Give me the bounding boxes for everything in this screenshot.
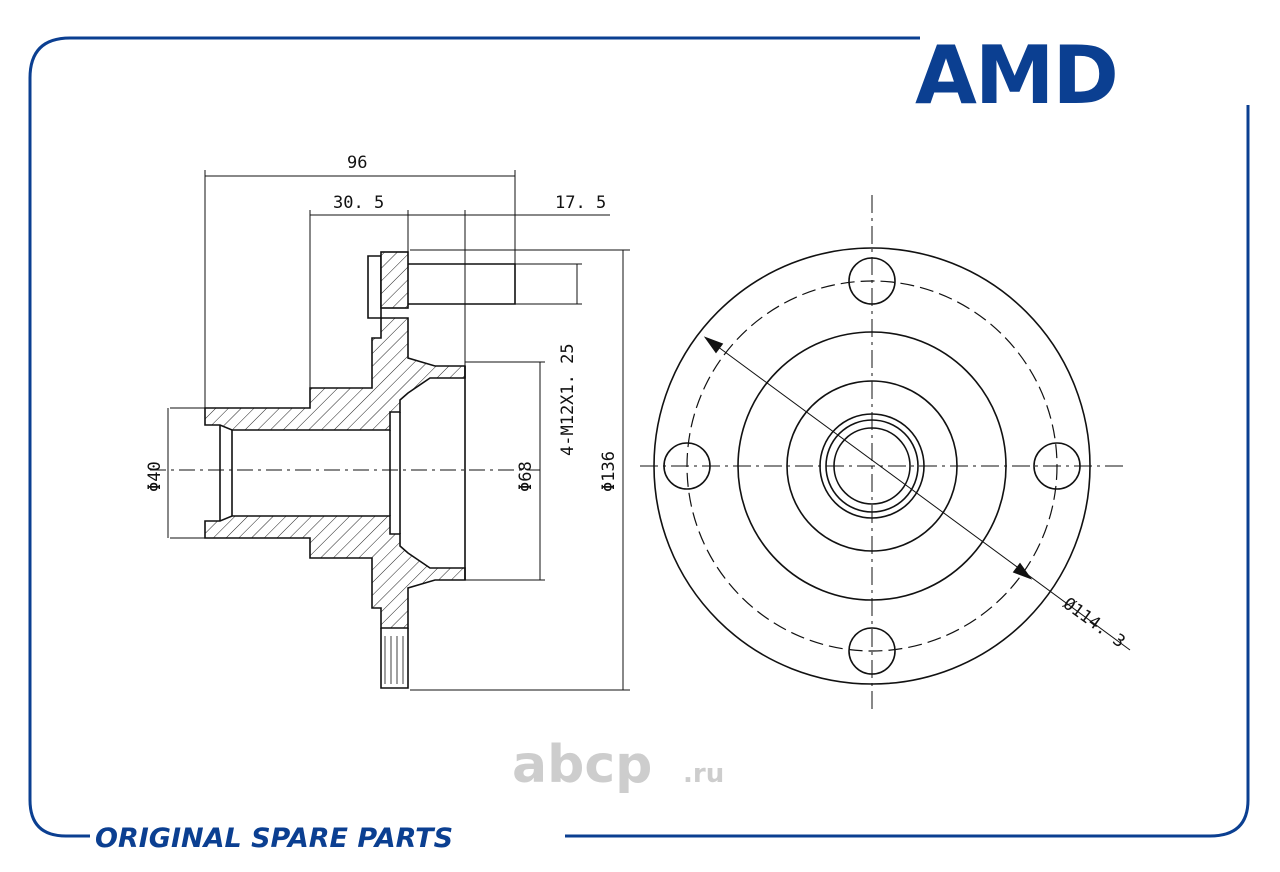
logo-text: AMD xyxy=(915,29,1117,122)
watermark-suffix: .ru xyxy=(683,759,724,789)
dim-flange-offset: 30. 5 xyxy=(333,193,384,213)
dim-pilot-diameter: Φ68 xyxy=(516,461,536,492)
upper-hatched-section xyxy=(204,317,466,431)
lower-stud-threads xyxy=(384,636,404,684)
dim-stud-protrusion: 17. 5 xyxy=(555,193,606,213)
leader-arrow-bottom xyxy=(1012,562,1033,580)
bore-interior xyxy=(219,366,466,580)
dim-flange-diameter: Φ136 xyxy=(599,451,619,492)
dim-overall-length: 96 xyxy=(347,153,367,173)
hub-front-view xyxy=(640,195,1131,710)
border-frame xyxy=(28,36,1250,838)
amd-logo: AMD xyxy=(915,29,1119,122)
watermark-main: abcp xyxy=(512,735,652,795)
lower-stud-shank xyxy=(380,628,409,689)
tagline-original-spare-parts: ORIGINAL SPARE PARTS xyxy=(95,823,453,854)
dim-stud-thread: 4-M12X1. 25 xyxy=(558,343,578,456)
upper-stud-spline xyxy=(380,251,409,309)
upper-stud-shank xyxy=(408,263,516,305)
bolt-circle-leader xyxy=(705,337,1131,651)
watermark: abcp .ru xyxy=(512,735,724,795)
upper-stud-head xyxy=(367,255,382,319)
dim-bolt-circle: Ø114. 3 xyxy=(1059,594,1129,652)
leader-arrow-top xyxy=(703,336,724,354)
side-dimension-lines xyxy=(167,170,630,691)
dim-inner-bore: Φ40 xyxy=(145,461,165,492)
lower-hatched-section xyxy=(204,515,466,629)
hub-side-section xyxy=(150,251,540,689)
